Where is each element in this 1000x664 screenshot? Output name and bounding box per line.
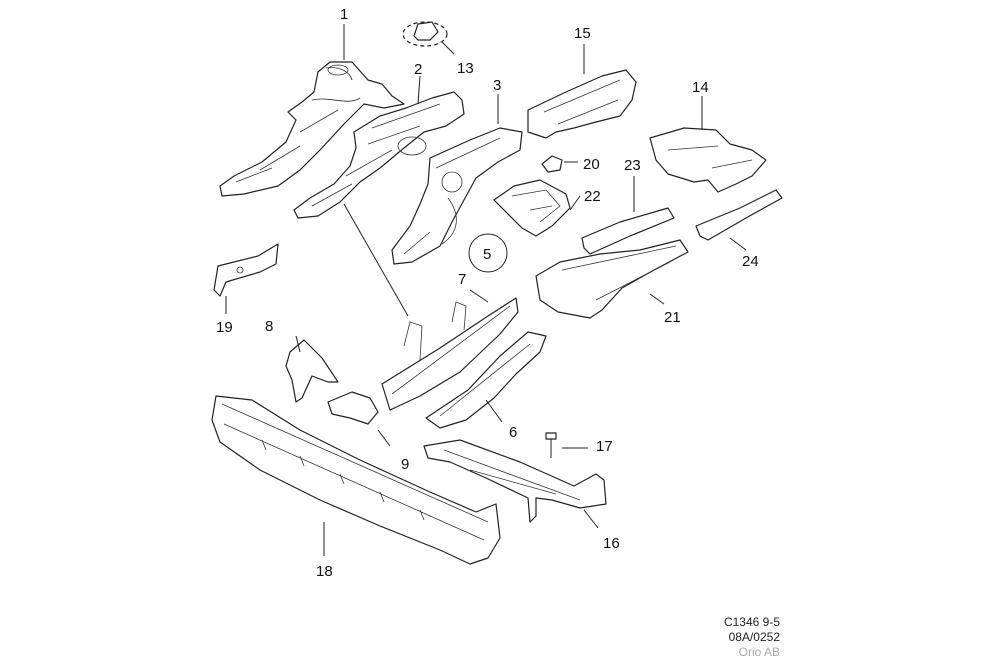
callout-22: 22 — [584, 188, 601, 205]
part-16-panel — [423, 439, 607, 523]
callout-23: 23 — [624, 157, 641, 174]
callout-2: 2 — [414, 61, 422, 78]
callout-9: 9 — [401, 456, 409, 473]
callout-16: 16 — [603, 535, 620, 552]
part-23-sill-rail — [581, 207, 675, 255]
callout-17: 17 — [596, 438, 613, 455]
part-21-sill-panel — [535, 239, 689, 319]
callout-labels: 1 2 3 5 6 7 8 9 13 14 15 16 17 18 19 20 … — [216, 6, 759, 580]
part-1-wheel-housing-left — [219, 61, 405, 197]
callout-20: 20 — [583, 156, 600, 173]
part-24-rail — [695, 189, 783, 241]
part-7-cross-member — [381, 297, 519, 411]
diagram-reference: C1346 9-5 08A/0252 Orio AB — [660, 615, 780, 660]
part-14-arch-liner — [649, 127, 767, 193]
part-8-bracket — [285, 339, 339, 403]
part-20-clip — [541, 155, 563, 173]
callout-5: 5 — [483, 246, 491, 263]
part-6-member — [425, 331, 547, 429]
part-18-bumper-beam — [211, 395, 501, 565]
callout-24: 24 — [742, 253, 759, 270]
callout-18: 18 — [316, 563, 333, 580]
callout-3: 3 — [493, 77, 501, 94]
part-19-bracket — [213, 243, 279, 297]
leader-lines — [225, 24, 747, 556]
callout-6: 6 — [509, 424, 517, 441]
callout-14: 14 — [692, 79, 709, 96]
callout-15: 15 — [574, 25, 591, 42]
reference-code: C1346 9-5 — [723, 615, 780, 629]
callout-1: 1 — [340, 6, 348, 23]
reference-date-code: 08A/0252 — [728, 630, 780, 644]
part-15-bracket — [527, 69, 637, 139]
part-9-bracket — [327, 391, 379, 425]
part-17-bolt — [545, 432, 557, 458]
callout-13: 13 — [457, 60, 474, 77]
callout-19: 19 — [216, 319, 233, 336]
watermark-text: Orio AB — [738, 645, 780, 659]
callout-8: 8 — [265, 318, 273, 335]
part-22-bracket-assembly — [493, 179, 571, 237]
callout-7: 7 — [458, 271, 466, 288]
callout-21: 21 — [664, 309, 681, 326]
part-13-plug — [402, 21, 448, 47]
part-3-inner-panel — [391, 127, 523, 265]
part-5-circle — [468, 233, 508, 273]
part-2-wheel-housing-right — [293, 91, 465, 219]
